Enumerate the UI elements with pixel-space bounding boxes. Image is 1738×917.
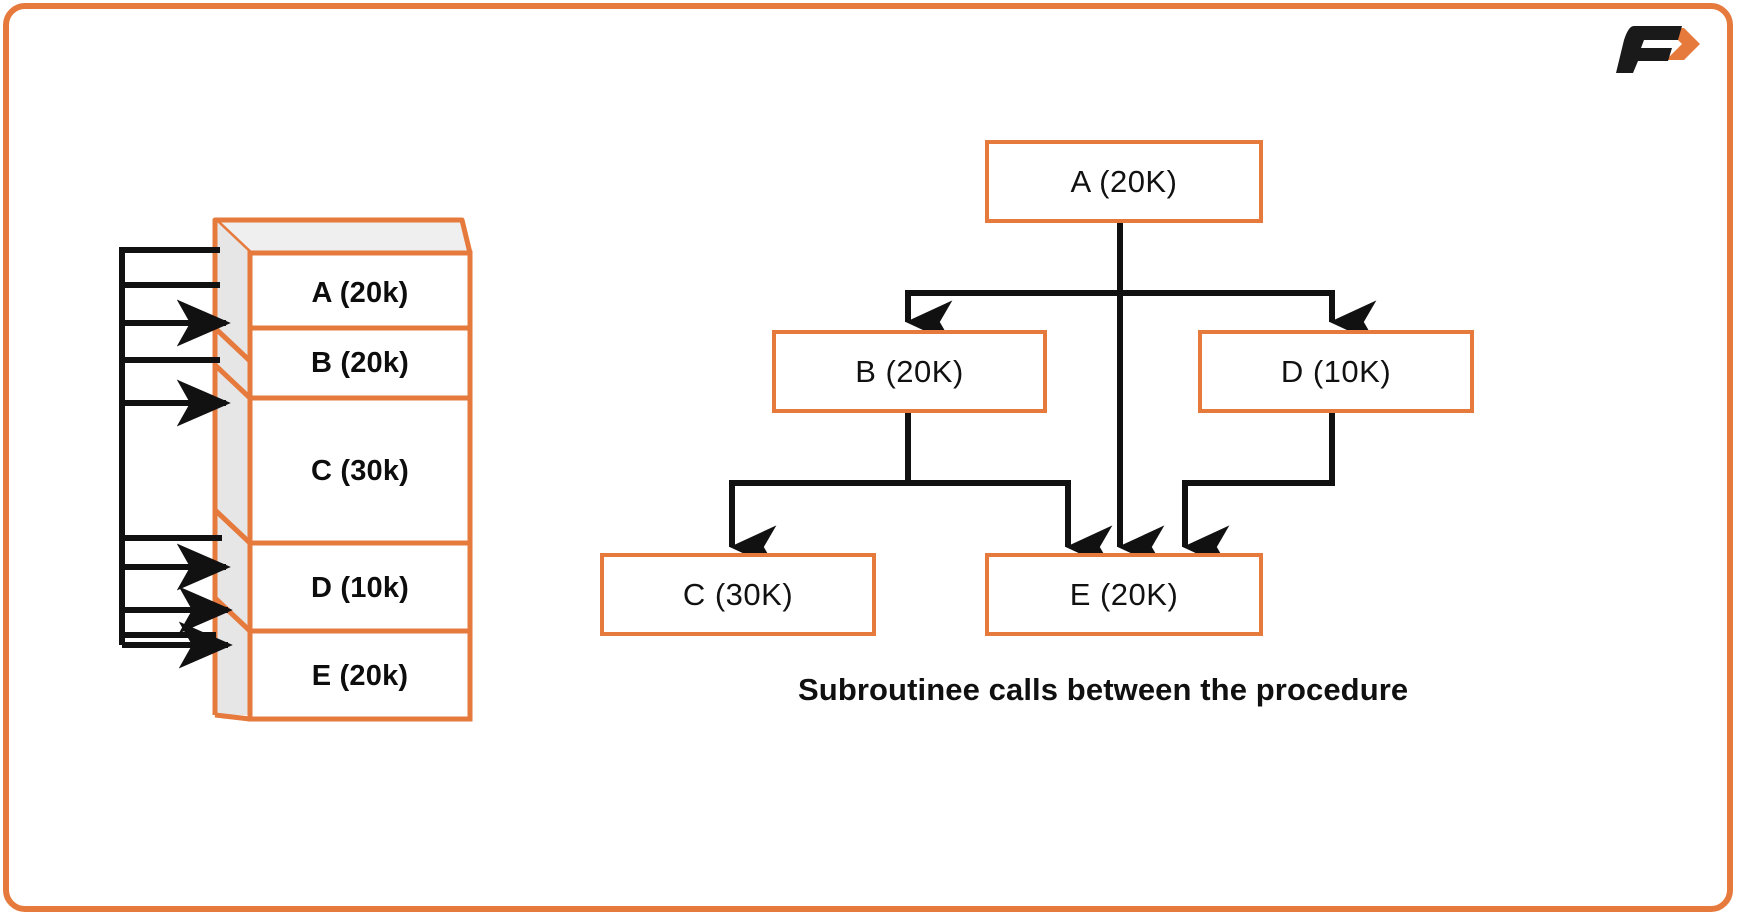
graph-node-c[interactable]: C (30K) <box>600 553 876 636</box>
graph-node-e[interactable]: E (20K) <box>985 553 1263 636</box>
graph-node-b-label: B (20K) <box>855 353 964 389</box>
call-graph-figure: A (20K) B (20K) D (10K) C (30K) E (20K) <box>560 110 1620 730</box>
memory-stack-figure: A (20k) B (20k) C (30k) D (10k) E (20k) <box>110 205 510 750</box>
memory-stack-labels: A (20k) B (20k) C (30k) D (10k) E (20k) <box>110 205 510 750</box>
segment-label-C: C (30k) <box>310 455 410 487</box>
call-graph-edges <box>729 223 1377 569</box>
stack-bottom-bevel <box>214 712 251 722</box>
fynd-f-logo <box>1596 18 1704 76</box>
graph-node-a[interactable]: A (20K) <box>985 140 1263 223</box>
stack-bevel-2 <box>213 363 252 400</box>
graph-node-d[interactable]: D (10K) <box>1198 330 1474 413</box>
segment-label-D: D (10k) <box>310 572 410 604</box>
graph-node-e-label: E (20K) <box>1069 576 1179 612</box>
graph-node-c-label: C (30K) <box>682 576 794 612</box>
stack-bevel-3 <box>213 508 252 545</box>
graph-node-a-label: A (20K) <box>1070 163 1178 199</box>
segment-label-A: A (20k) <box>311 277 409 309</box>
memory-stack-drawing <box>119 217 473 722</box>
call-graph-caption: Subroutinee calls between the procedure <box>798 672 1409 707</box>
graph-node-d-label: D (10K) <box>1280 353 1392 389</box>
segment-face-B <box>247 325 473 401</box>
graph-node-b[interactable]: B (20K) <box>772 330 1047 413</box>
segment-label-E: E (20k) <box>311 660 409 692</box>
segment-label-B: B (20k) <box>310 347 410 379</box>
